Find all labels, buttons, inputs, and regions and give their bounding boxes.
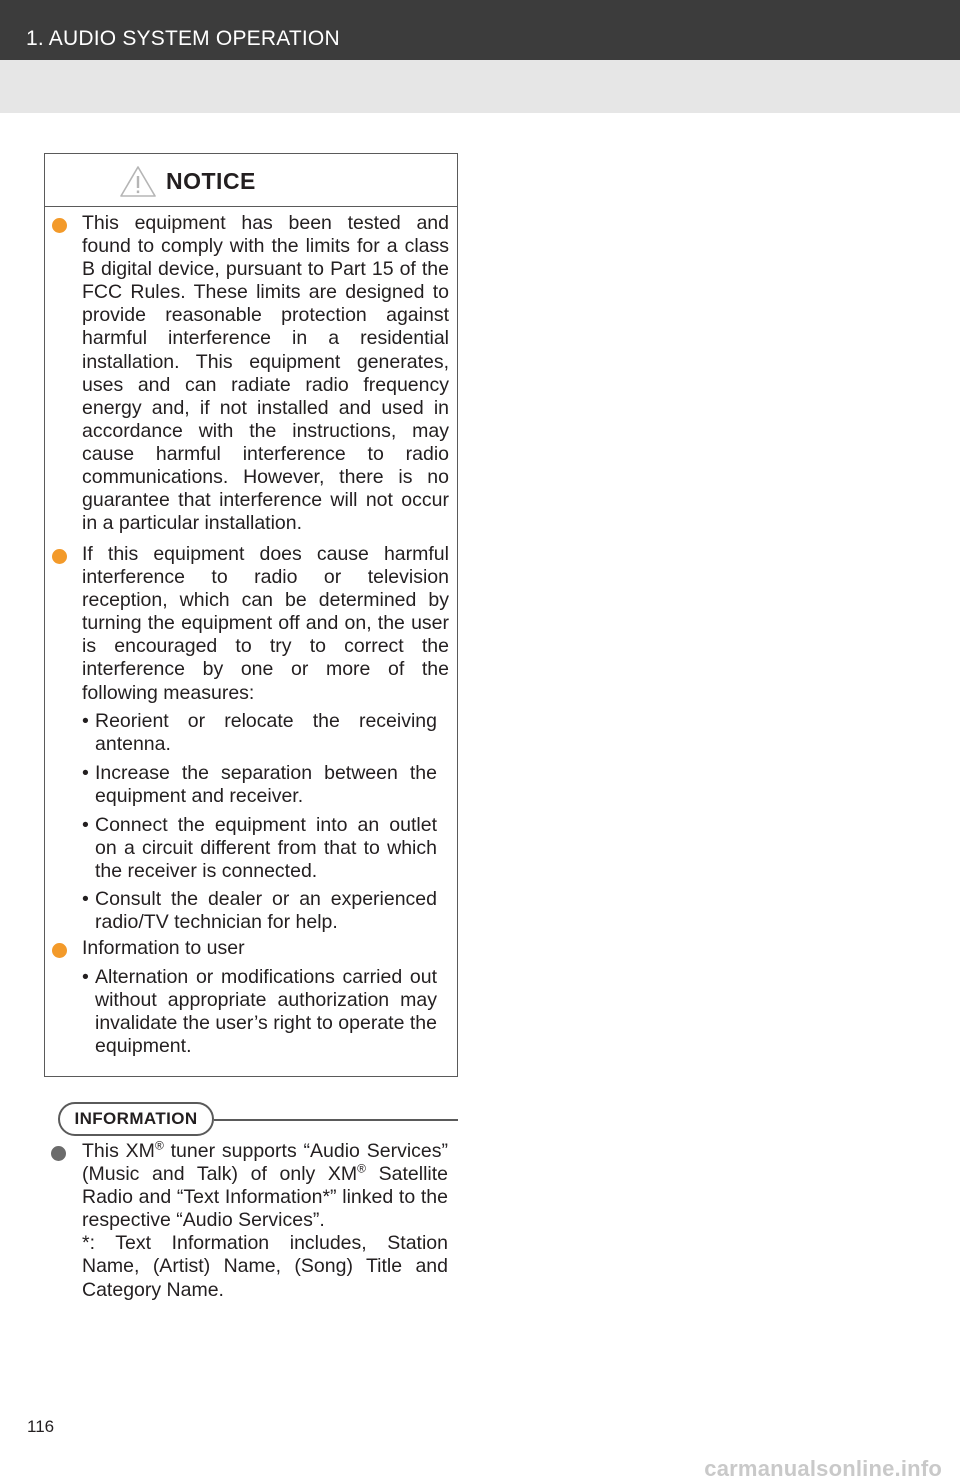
- bullet-icon: [52, 218, 67, 233]
- sub-item-reorient: • Reorient or relocate the receiving ant…: [82, 710, 437, 756]
- watermark: carmanualsonline.info: [704, 1456, 942, 1481]
- bullet-icon: [52, 549, 67, 564]
- warning-triangle-icon: [120, 166, 156, 197]
- bullet-icon: [52, 943, 67, 958]
- section-title: 1. AUDIO SYSTEM OPERATION: [26, 27, 340, 50]
- header-band: [0, 60, 960, 113]
- notice-header: NOTICE: [45, 154, 457, 206]
- notice-title: NOTICE: [166, 168, 256, 194]
- information-divider: [214, 1119, 458, 1121]
- notice-box: NOTICE This equipment has been tested an…: [44, 153, 458, 1077]
- information-section: This XM® tuner supports “Audio Services”…: [44, 1140, 458, 1340]
- bullet-icon: [51, 1146, 66, 1161]
- sub-item-modifications: • Alternation or modifications carried o…: [82, 966, 437, 1058]
- notice-divider: [45, 206, 457, 207]
- notice-item-information-to-user: Information to user: [82, 937, 245, 959]
- notice-item-fcc-compliance: This equipment has been tested and found…: [82, 212, 449, 535]
- page-number: 116: [27, 1417, 55, 1436]
- information-footnote: *: Text Information includes, Station Na…: [82, 1232, 448, 1301]
- information-text: This XM® tuner supports “Audio Services”…: [82, 1138, 448, 1301]
- sub-item-outlet: • Connect the equipment into an outlet o…: [82, 814, 437, 883]
- notice-item-interference: If this equipment does cause harmful int…: [82, 543, 449, 704]
- page-header-bar: 1. AUDIO SYSTEM OPERATION: [0, 0, 960, 60]
- information-label: INFORMATION: [58, 1102, 214, 1136]
- sub-item-separation: • Increase the separation between the eq…: [82, 762, 437, 808]
- sub-item-dealer: • Consult the dealer or an experienced r…: [82, 888, 437, 934]
